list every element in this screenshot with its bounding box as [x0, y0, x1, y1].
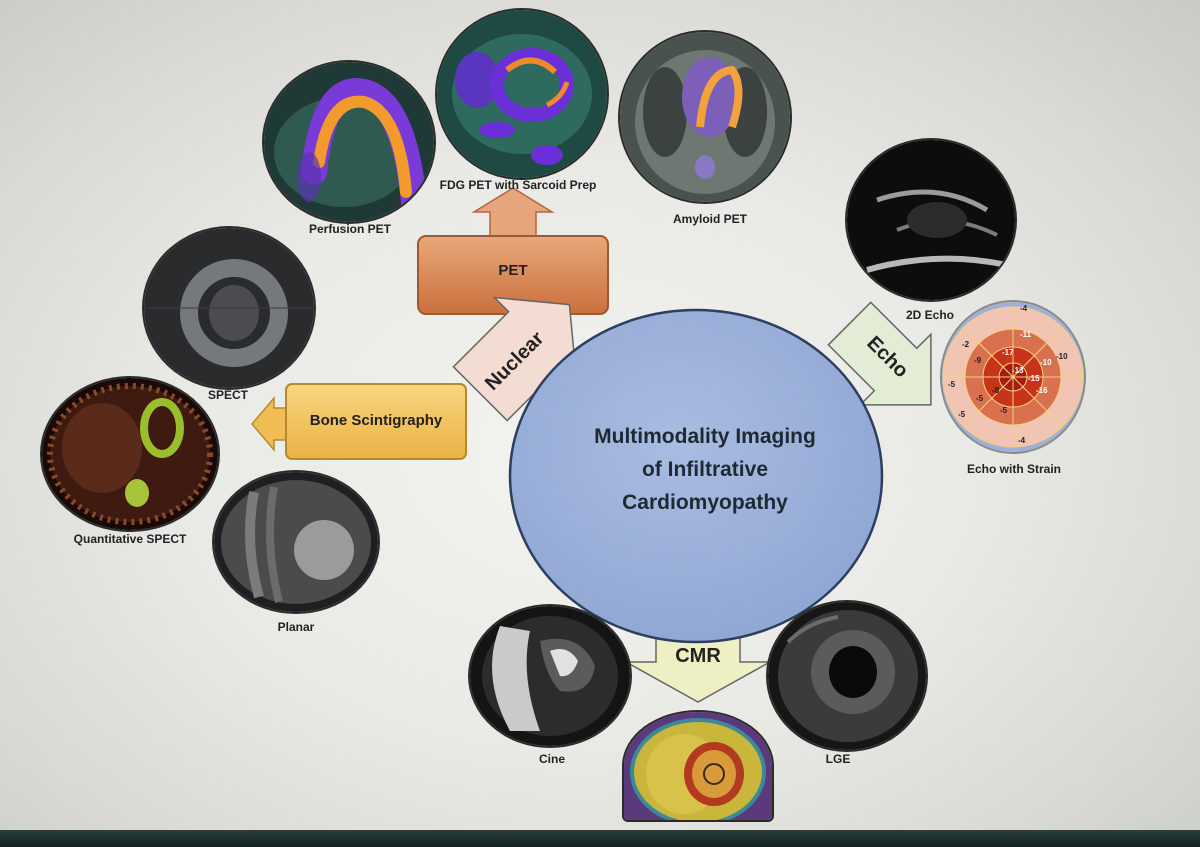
bone-scintigraphy-label: Bone Scintigraphy — [309, 412, 443, 429]
spect-label: SPECT — [207, 388, 249, 402]
perfusion-pet-label: Perfusion PET — [308, 222, 392, 236]
center-circle — [508, 308, 884, 644]
monitor-bezel — [0, 830, 1200, 847]
quantitative-spect-label: Quantitative SPECT — [73, 532, 187, 546]
planar-label: Planar — [277, 620, 315, 634]
echo-strain-image — [940, 300, 1086, 454]
spect-image — [142, 226, 316, 390]
diagram-connectors — [251, 187, 932, 703]
cine-image — [468, 604, 632, 748]
bone-box — [285, 383, 467, 460]
planar-image — [212, 470, 380, 614]
amyloid-pet-label: Amyloid PET — [672, 212, 748, 226]
echo-2d-label: 2D Echo — [905, 308, 955, 322]
center-title-line-3: Cardiomyopathy — [622, 491, 788, 514]
slide-screen: PET Bone Scintigraphy Nuclear Echo CMR M… — [0, 0, 1200, 830]
quantitative-spect-image — [40, 376, 220, 532]
bone-left-arrow — [251, 395, 289, 453]
lge-image — [766, 600, 928, 752]
fdg-pet-label: FDG PET with Sarcoid Prep — [439, 178, 597, 192]
strain-bullseye — [942, 302, 1084, 452]
perfusion-pet-image — [262, 60, 436, 224]
cmr-mapping-image — [622, 710, 774, 822]
pet-up-arrow — [471, 187, 555, 239]
amyloid-pet-image — [618, 30, 792, 204]
pet-label: PET — [498, 262, 528, 279]
lge-label: LGE — [825, 752, 851, 766]
cine-label: Cine — [538, 752, 566, 766]
center-title: Multimodality Imaging of Infiltrative Ca… — [540, 420, 870, 519]
echo-strain-label: Echo with Strain — [966, 462, 1062, 476]
echo-2d-image — [845, 138, 1017, 302]
center-title-line-1: Multimodality Imaging — [594, 425, 816, 448]
fdg-pet-image — [435, 8, 609, 180]
nuclear-arrow — [452, 296, 578, 422]
cmr-label: CMR — [675, 645, 721, 667]
echo-arrow — [827, 301, 932, 406]
center-title-line-2: of Infiltrative — [641, 458, 768, 481]
